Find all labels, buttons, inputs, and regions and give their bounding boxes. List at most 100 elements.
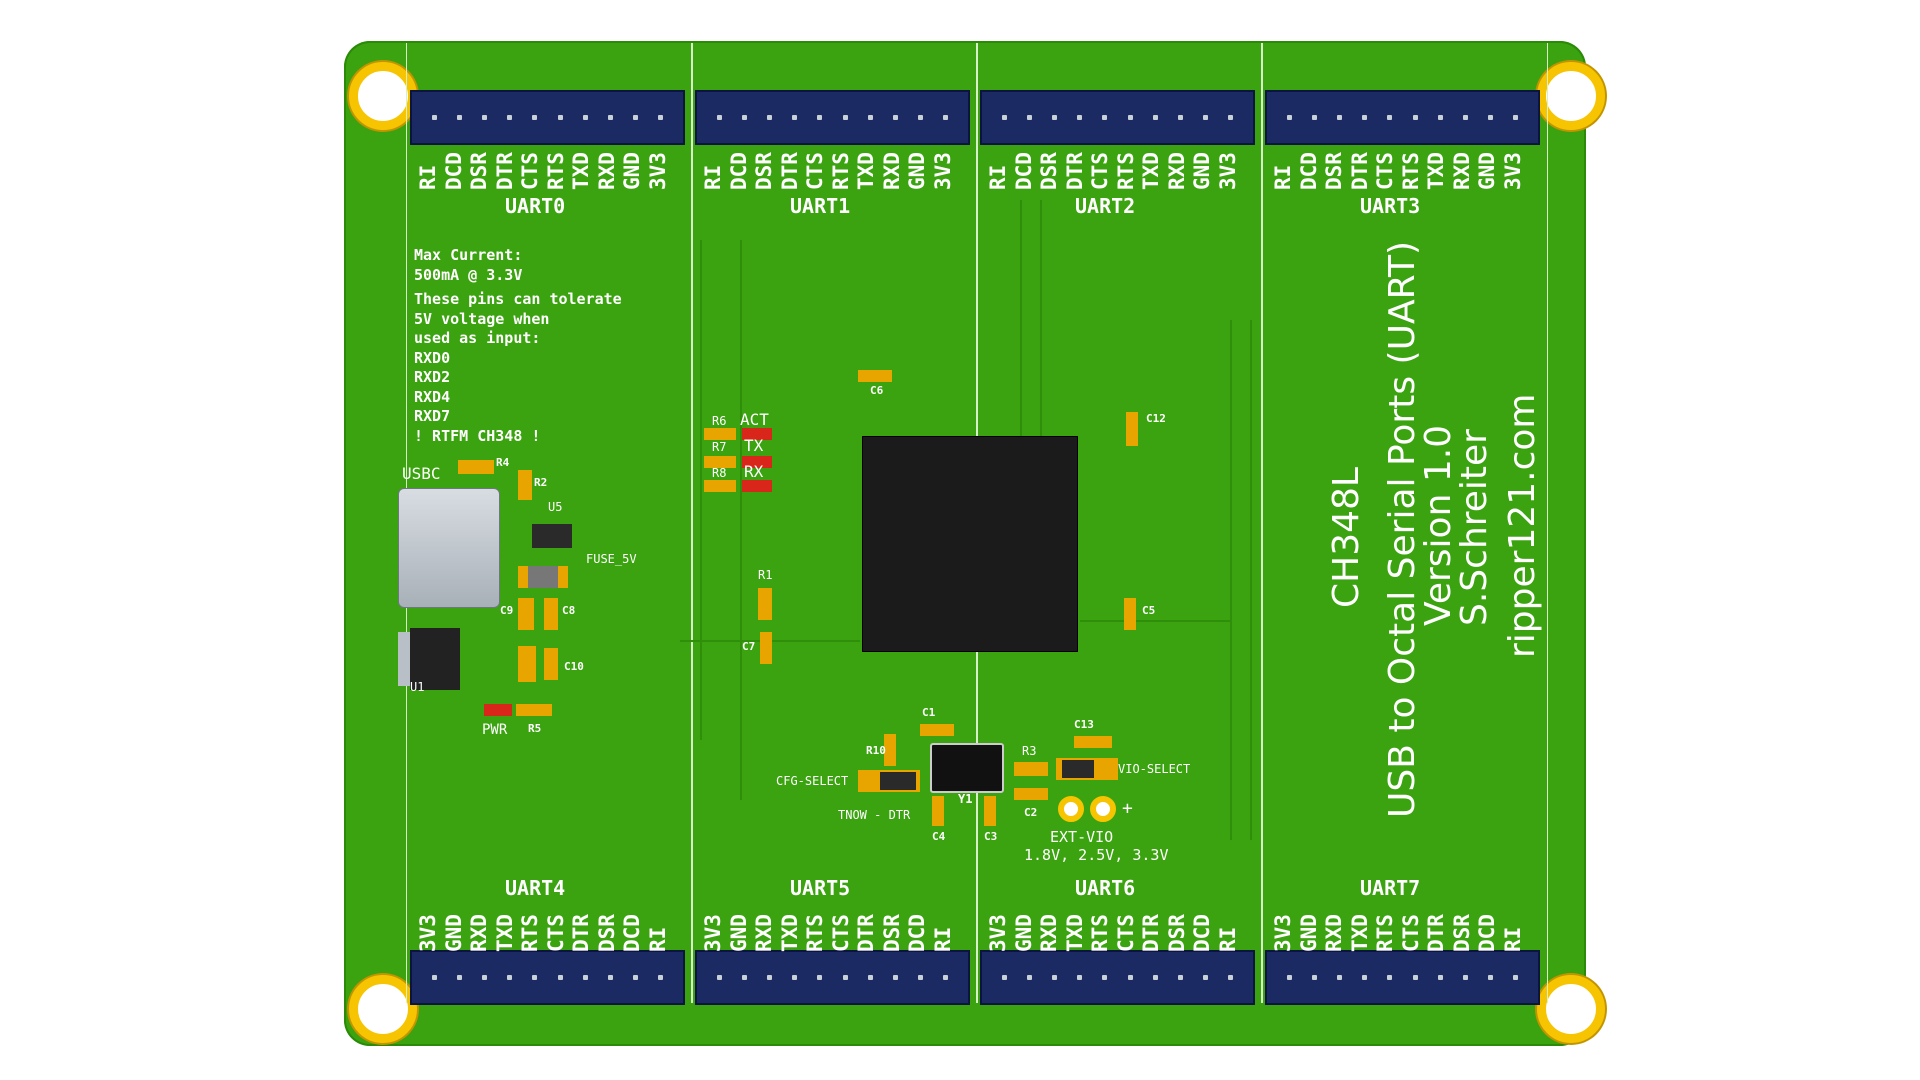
- header-pin: [607, 115, 613, 120]
- r10-label: R10: [866, 744, 886, 757]
- header-pin: [917, 975, 923, 980]
- pin-label-ri: RI: [416, 164, 440, 190]
- pin-label-rts: RTS: [1088, 914, 1112, 952]
- header-pin: [1177, 975, 1183, 980]
- fuse: [528, 566, 558, 588]
- pin-header-uart7: [1265, 950, 1540, 1005]
- act-label: ACT: [740, 410, 769, 429]
- c9-pad: [518, 598, 534, 630]
- trace: [1040, 200, 1042, 440]
- usbc-label: USBC: [402, 464, 441, 483]
- pin-label-ri: RI: [1215, 926, 1240, 952]
- c5-label: C5: [1142, 604, 1156, 617]
- pin-label-rxd: RXD: [1164, 152, 1189, 190]
- pin-label-gnd: GND: [441, 914, 466, 952]
- pin-label-dsr: DSR: [1449, 914, 1474, 952]
- pin-label-txd: TXD: [1347, 914, 1372, 952]
- pin-label-dcd: DCD: [905, 914, 929, 952]
- pin-label-dcd: DCD: [441, 152, 466, 190]
- pin-label-3v3: 3V3: [416, 914, 440, 952]
- regulator-u1: [410, 628, 460, 690]
- header-pin: [1202, 975, 1208, 980]
- header-pin: [1152, 115, 1158, 120]
- pin-label-cts: CTS: [1113, 914, 1138, 952]
- c4-pad: [932, 796, 944, 826]
- header-pin: [1077, 975, 1083, 980]
- pin-label-3v3: 3V3: [986, 914, 1010, 952]
- pin-label-rxd: RXD: [594, 152, 619, 190]
- note-line: RXD2: [414, 368, 451, 386]
- pin-header-uart2: [980, 90, 1255, 145]
- vio-label: VIO-SELECT: [1118, 762, 1191, 776]
- pin-label-cts: CTS: [803, 152, 827, 190]
- pin-label-dtr: DTR: [854, 914, 878, 952]
- trace: [1230, 320, 1232, 840]
- pin-label-txd: TXD: [1139, 152, 1163, 190]
- c13-label: C13: [1074, 718, 1094, 731]
- header-pin: [1077, 115, 1083, 120]
- c10-label: C10: [564, 660, 584, 673]
- note-line: RXD4: [414, 387, 451, 406]
- pin-label-3v3: 3V3: [645, 152, 670, 190]
- pin-label-dcd: DCD: [1296, 152, 1321, 190]
- c10-pad: [518, 646, 536, 682]
- pin-label-txd: TXD: [569, 152, 593, 190]
- header-pin: [1052, 975, 1058, 980]
- note-line: 5V voltage when: [414, 309, 550, 328]
- pin-label-dtr: DTR: [1347, 152, 1372, 190]
- c4-label: C4: [932, 830, 946, 843]
- header-pin: [867, 115, 873, 120]
- header-pin: [1287, 115, 1293, 120]
- rx-label: RX: [744, 462, 764, 481]
- uart-title-1: UART5: [790, 876, 851, 900]
- mounting-hole-bottom-right: [1537, 975, 1605, 1043]
- note-line: RXD7: [414, 407, 451, 425]
- header-pin: [1027, 115, 1033, 120]
- header-pin: [457, 975, 463, 980]
- header-pin: [657, 975, 663, 980]
- header-pin: [532, 115, 538, 120]
- c3-label: C3: [984, 830, 998, 843]
- header-pin: [1127, 975, 1133, 980]
- mounting-hole-bottom-left: [349, 975, 417, 1043]
- pin-label-dtr: DTR: [569, 914, 593, 952]
- pin-label-ri: RI: [986, 164, 1010, 190]
- header-pin: [817, 975, 823, 980]
- rx-led: [742, 480, 772, 492]
- pin-label-dsr: DSR: [594, 914, 619, 952]
- header-pin: [507, 115, 513, 120]
- pin-label-ri: RI: [645, 926, 670, 952]
- pin-label-3v3: 3V3: [1500, 152, 1525, 190]
- pin-label-txd: TXD: [1062, 914, 1087, 952]
- pin-label-rts: RTS: [518, 914, 542, 952]
- header-pin: [1287, 975, 1293, 980]
- c6-pad: [858, 370, 892, 382]
- ext-vio-pin-2: [1090, 796, 1116, 822]
- tx-label: TX: [744, 436, 764, 455]
- r7-label: R7: [712, 440, 727, 454]
- mounting-hole-top-right: [1537, 62, 1605, 130]
- pin-label-gnd: GND: [905, 152, 929, 190]
- header-pin: [717, 975, 723, 980]
- header-pin: [1127, 115, 1133, 120]
- pin-label-rts: RTS: [543, 152, 568, 190]
- tx-led: [742, 456, 772, 468]
- r6-pad: [704, 428, 736, 440]
- r6-label: R6: [712, 414, 727, 428]
- header-pin: [1052, 115, 1058, 120]
- pin-label-dtr: DTR: [1424, 914, 1448, 952]
- c10b-pad: [544, 648, 558, 680]
- r8-pad: [704, 480, 736, 492]
- header-pin: [1002, 975, 1008, 980]
- uart-title-1: UART1: [790, 194, 851, 218]
- pin-label-rxd: RXD: [752, 914, 776, 952]
- c8-label: C8: [562, 604, 576, 617]
- c6-label: C6: [870, 384, 884, 397]
- header-pin: [1462, 115, 1468, 120]
- pin-label-dtr: DTR: [1062, 152, 1087, 190]
- header-pin: [1202, 115, 1208, 120]
- act-led: [742, 428, 772, 440]
- header-pin: [892, 975, 898, 980]
- header-pin: [482, 975, 488, 980]
- r3-pad: [1014, 762, 1048, 776]
